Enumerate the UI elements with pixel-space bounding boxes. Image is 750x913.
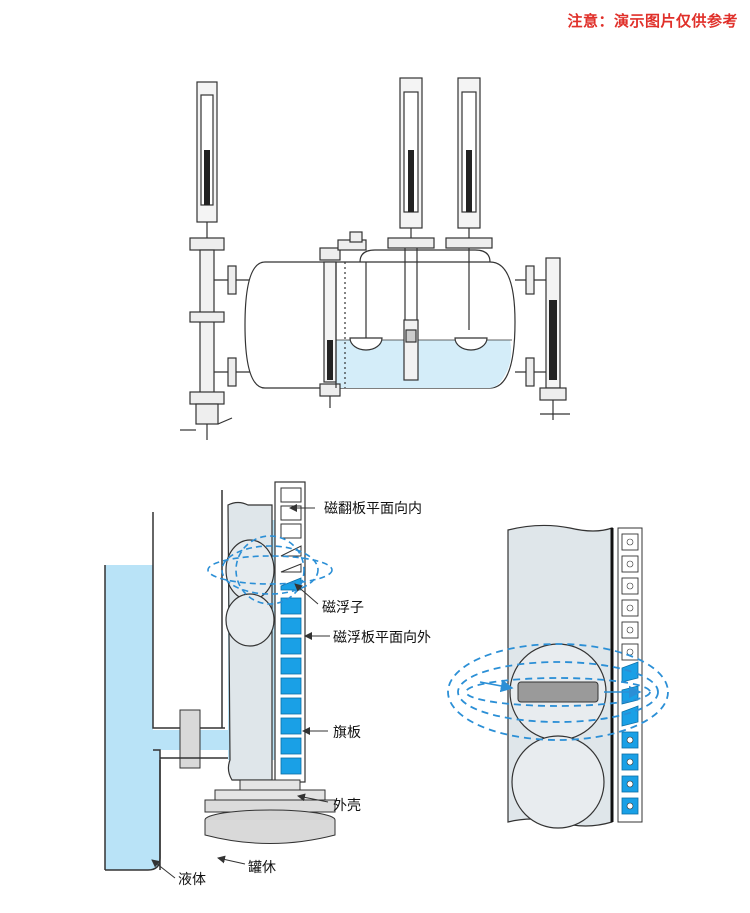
label-tank: 罐休 bbox=[248, 860, 276, 876]
cross-section bbox=[104, 481, 336, 879]
left-gauge bbox=[180, 81, 233, 440]
middle-gauge bbox=[387, 77, 435, 381]
right-side-gauge bbox=[515, 257, 570, 420]
flip-detail bbox=[447, 524, 669, 829]
label-flag: 旗板 bbox=[333, 725, 361, 741]
label-liquid: 液体 bbox=[178, 872, 206, 888]
label-flip-outward: 磁浮板平面向外 bbox=[333, 630, 431, 646]
label-shell: 外壳 bbox=[333, 797, 361, 814]
right-top-gauge bbox=[445, 77, 493, 330]
label-flip-inward: 磁翻板平面向内 bbox=[324, 501, 422, 517]
notice-text: 注意：演示图片仅供参考 bbox=[567, 12, 738, 30]
label-float: 磁浮子 bbox=[322, 600, 364, 616]
tank-assembly bbox=[180, 77, 570, 440]
